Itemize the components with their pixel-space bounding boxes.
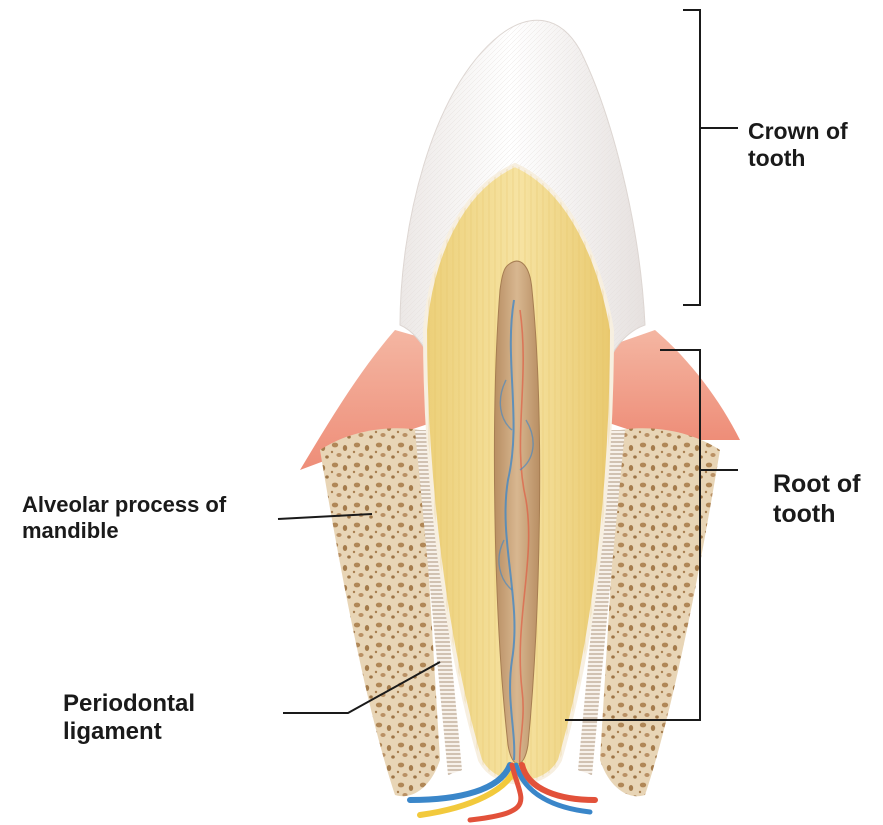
- vessels-and-nerve: [410, 765, 595, 820]
- crown-of-tooth-label: Crown of tooth: [748, 118, 848, 172]
- periodontal-ligament-label: Periodontal ligament: [63, 690, 195, 747]
- crown-label-line2: tooth: [748, 145, 848, 172]
- root-of-tooth-label: Root of tooth: [773, 470, 860, 529]
- alveolar-label-line2: mandible: [22, 518, 226, 544]
- root-label-line1: Root of: [773, 470, 860, 500]
- periodontal-label-line2: ligament: [63, 718, 195, 746]
- alveolar-label-line1: Alveolar process of: [22, 492, 226, 518]
- crown-bracket: [683, 10, 738, 305]
- alveolar-process-label: Alveolar process of mandible: [22, 492, 226, 544]
- root-label-line2: tooth: [773, 500, 860, 530]
- periodontal-label-line1: Periodontal: [63, 690, 195, 718]
- crown-label-line1: Crown of: [748, 118, 848, 145]
